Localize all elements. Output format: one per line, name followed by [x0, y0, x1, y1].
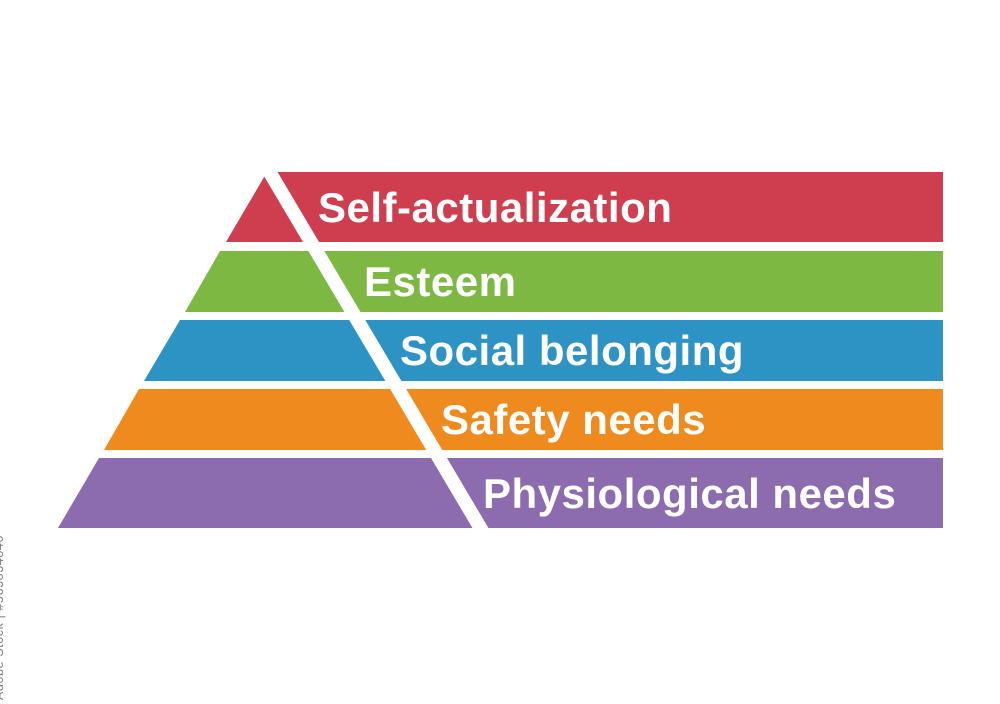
level-physiological-needs [58, 458, 943, 528]
level-esteem [185, 251, 943, 312]
level-band-self-actualization [226, 172, 943, 242]
level-label-esteem: Esteem [364, 258, 516, 305]
level-self-actualization [226, 172, 943, 242]
level-label-safety-needs: Safety needs [441, 396, 706, 443]
level-label-physiological-needs: Physiological needs [483, 470, 896, 517]
level-band-social-belonging [144, 320, 943, 381]
level-label-self-actualization: Self-actualization [318, 184, 672, 231]
level-band-safety-needs [104, 389, 943, 450]
level-band-physiological-needs [58, 458, 943, 528]
level-band-esteem [185, 251, 943, 312]
level-social-belonging [144, 320, 943, 381]
pyramid-right-slope-gap [258, 166, 492, 534]
level-safety-needs [104, 389, 943, 450]
level-label-social-belonging: Social belonging [400, 327, 744, 374]
stock-watermark: Adobe Stock | #565834840 [0, 535, 6, 700]
